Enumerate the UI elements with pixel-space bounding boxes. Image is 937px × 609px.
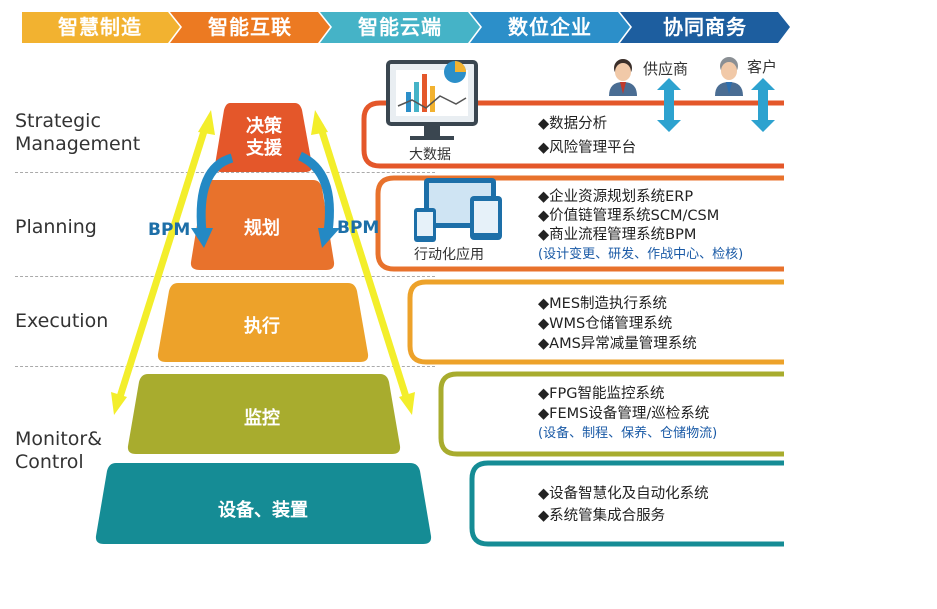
list-item: ◆WMS仓储管理系统 (538, 316, 673, 332)
customer-arrow-icon (751, 78, 775, 132)
bpm-label-right: BPM (337, 218, 380, 238)
supplier-caption: 供应商 (643, 60, 689, 78)
tier-label-monitor: 监控 (244, 408, 280, 429)
list-item: ◆数据分析 (538, 116, 608, 132)
left-cycle-arrow-icon (191, 153, 234, 248)
supplier-arrow-icon (657, 78, 681, 132)
list-item: ◆AMS异常减量管理系统 (538, 336, 697, 352)
banner (22, 12, 790, 43)
pyramid-tier-planning (190, 180, 335, 270)
left-yellow-arrow-icon (111, 110, 215, 415)
banner-step-2 (170, 12, 330, 43)
pyramid-tier-monitor (127, 374, 401, 454)
right-cycle-arrow-icon (297, 151, 340, 248)
panel-list-device: ◆设备智慧化及自动化系统 ◆系统管集成合服务 (538, 484, 709, 526)
level-label-strategic: Strategic Management (15, 110, 141, 155)
list-item: ◆企业资源规划系统ERP (538, 189, 694, 205)
tier-label-execution: 执行 (244, 316, 280, 337)
banner-step-label: 智慧制造 (58, 15, 142, 39)
panel-list-planning: ◆企业资源规划系统ERP ◆价值链管理系统SCM/CSM ◆商业流程管理系统BP… (538, 188, 743, 264)
list-item: ◆MES制造执行系统 (538, 296, 668, 312)
banner-step-label: 数位企业 (508, 15, 592, 39)
panel-list-monitor: ◆FPG智能监控系统 ◆FEMS设备管理/巡检系统 (设备、制程、保养、仓储物流… (538, 384, 717, 444)
panel-outline-monitor (438, 371, 784, 457)
panel-outline-execution (407, 279, 784, 365)
list-note: (设备、制程、保养、仓储物流) (538, 426, 718, 441)
tier-label-decision: 决策 支援 (246, 116, 282, 159)
banner-step-1 (22, 12, 180, 43)
list-item: ◆风险管理平台 (538, 140, 637, 156)
banner-step-label: 智能云端 (358, 15, 442, 39)
bigdata-monitor-icon (386, 60, 478, 140)
banner-step-3 (320, 12, 480, 43)
divider (15, 172, 435, 173)
pyramid-tier-decision (214, 103, 313, 172)
pyramid-tier-execution (157, 283, 369, 362)
banner-step-5 (620, 12, 790, 43)
mobile-caption: 行动化应用 (414, 247, 484, 263)
panel-list-execution: ◆MES制造执行系统 ◆WMS仓储管理系统 ◆AMS异常减量管理系统 (538, 294, 697, 354)
list-item: ◆价值链管理系统SCM/CSM (538, 208, 720, 224)
tier-label-device: 设备、装置 (218, 500, 308, 521)
banner-step-label: 智能互联 (208, 15, 292, 39)
customer-person-icon (715, 57, 743, 96)
list-item: ◆FEMS设备管理/巡检系统 (538, 406, 710, 422)
right-yellow-arrow-icon (311, 110, 415, 415)
list-item: ◆系统管集成合服务 (538, 508, 666, 524)
divider (15, 366, 435, 367)
tier-label-planning: 规划 (244, 218, 280, 239)
level-label-planning: Planning (15, 216, 97, 238)
list-item: ◆商业流程管理系统BPM (538, 227, 697, 243)
level-label-monitor: Monitor& Control (15, 428, 103, 473)
supplier-person-icon (609, 59, 637, 96)
panel-list-strategic: ◆数据分析 ◆风险管理平台 (538, 114, 636, 158)
bpm-label-left: BPM (148, 220, 191, 240)
panel-outline-planning (375, 175, 784, 272)
pyramid (95, 103, 432, 544)
panel-outline-device (469, 460, 784, 547)
level-label-execution: Execution (15, 310, 109, 332)
customer-caption: 客户 (747, 58, 778, 76)
banner-step-4 (470, 12, 630, 43)
list-item: ◆设备智慧化及自动化系统 (538, 486, 709, 502)
bigdata-caption: 大数据 (409, 147, 451, 163)
banner-step-label: 协同商务 (663, 15, 747, 39)
pyramid-tier-device (95, 463, 432, 544)
list-item: ◆FPG智能监控系统 (538, 386, 665, 402)
divider (15, 276, 435, 277)
list-note: (设计变更、研发、作战中心、检核) (538, 247, 744, 262)
mobile-devices-icon (414, 178, 502, 242)
panel-outline-strategic (361, 100, 784, 169)
